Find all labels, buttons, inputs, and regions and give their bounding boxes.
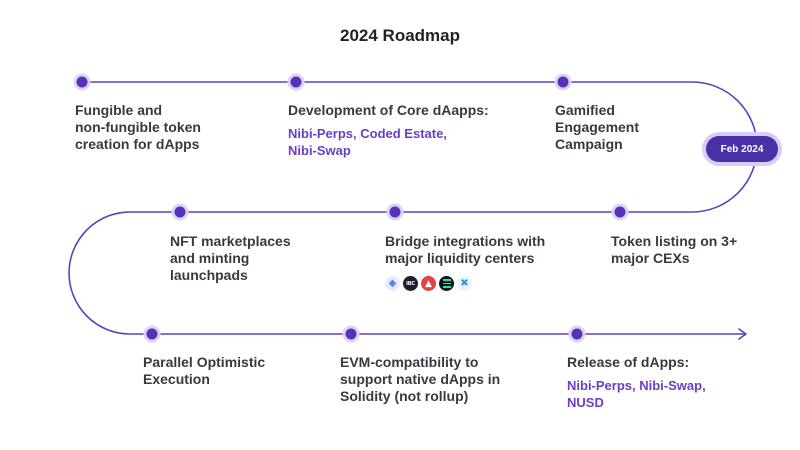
milestone-node-6 — [614, 206, 626, 218]
track-path — [68, 81, 758, 335]
milestone-node-7 — [146, 328, 158, 340]
milestone-title: Parallel Optimistic Execution — [143, 354, 266, 387]
milestone-node-9 — [571, 328, 583, 340]
milestone-title: Token listing on 3+ major CEXs — [611, 233, 738, 266]
milestone-1: Fungible and non-fungible token creation… — [75, 102, 201, 153]
milestone-node-5 — [389, 206, 401, 218]
milestone-title: EVM-compatibility to support native dApp… — [340, 354, 501, 404]
milestone-title: Fungible and non-fungible token creation… — [75, 102, 201, 152]
avalanche-icon: ▲ — [421, 276, 436, 291]
bridge-icons: ◆ IBC ▲ ✖ — [385, 276, 472, 291]
milestone-title: Gamified Engagement Campaign — [555, 102, 640, 152]
milestone-node-4 — [174, 206, 186, 218]
page-title: 2024 Roadmap — [340, 26, 460, 45]
milestone-6: Token listing on 3+ major CEXs — [611, 233, 737, 267]
xrp-icon: ✖ — [457, 276, 472, 291]
milestone-9: Release of dApps: Nibi-Perps, Nibi-Swap,… — [567, 354, 706, 411]
milestone-title: Development of Core dAapps: — [288, 102, 489, 118]
milestone-subtitle: Nibi-Perps, Coded Estate, Nibi-Swap — [288, 126, 447, 158]
arrow-head-icon — [738, 328, 747, 340]
milestone-5: Bridge integrations with major liquidity… — [385, 233, 545, 267]
milestone-title: Bridge integrations with major liquidity… — [385, 233, 546, 266]
ethereum-icon: ◆ — [385, 276, 400, 291]
milestone-4: NFT marketplaces and minting launchpads — [170, 233, 291, 284]
date-badge: Feb 2024 — [706, 136, 778, 162]
milestone-node-2 — [290, 76, 302, 88]
milestone-8: EVM-compatibility to support native dApp… — [340, 354, 500, 405]
milestone-3: Gamified Engagement Campaign — [555, 102, 639, 153]
solana-icon — [439, 276, 454, 291]
milestone-node-8 — [345, 328, 357, 340]
milestone-2: Development of Core dAapps: Nibi-Perps, … — [288, 102, 489, 159]
milestone-node-1 — [76, 76, 88, 88]
milestone-node-3 — [557, 76, 569, 88]
milestone-title: Release of dApps: — [567, 354, 690, 370]
milestone-title: NFT marketplaces and minting launchpads — [170, 233, 291, 283]
milestone-subtitle: Nibi-Perps, Nibi-Swap, NUSD — [567, 378, 706, 410]
milestone-7: Parallel Optimistic Execution — [143, 354, 265, 388]
ibc-icon: IBC — [403, 276, 418, 291]
